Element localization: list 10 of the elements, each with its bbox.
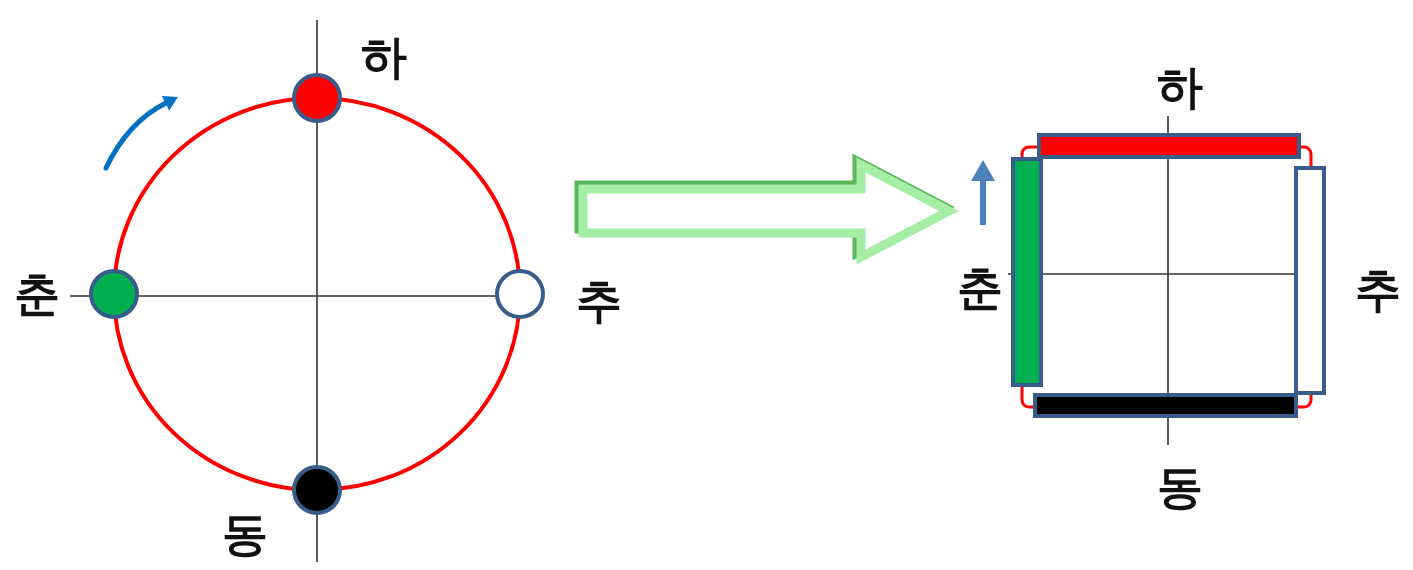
axis-label: 하 [1157,64,1203,110]
axis-label: 추 [1355,267,1401,313]
axis-label: 춘 [957,265,1003,311]
square-diagram [1011,133,1326,418]
axis-label: 동 [1157,464,1203,510]
axis-label: 춘 [14,271,60,317]
axis-label: 추 [576,278,622,324]
block-arrow [574,153,959,265]
axis-label: 하 [361,34,407,80]
axis-label: 동 [222,511,268,557]
